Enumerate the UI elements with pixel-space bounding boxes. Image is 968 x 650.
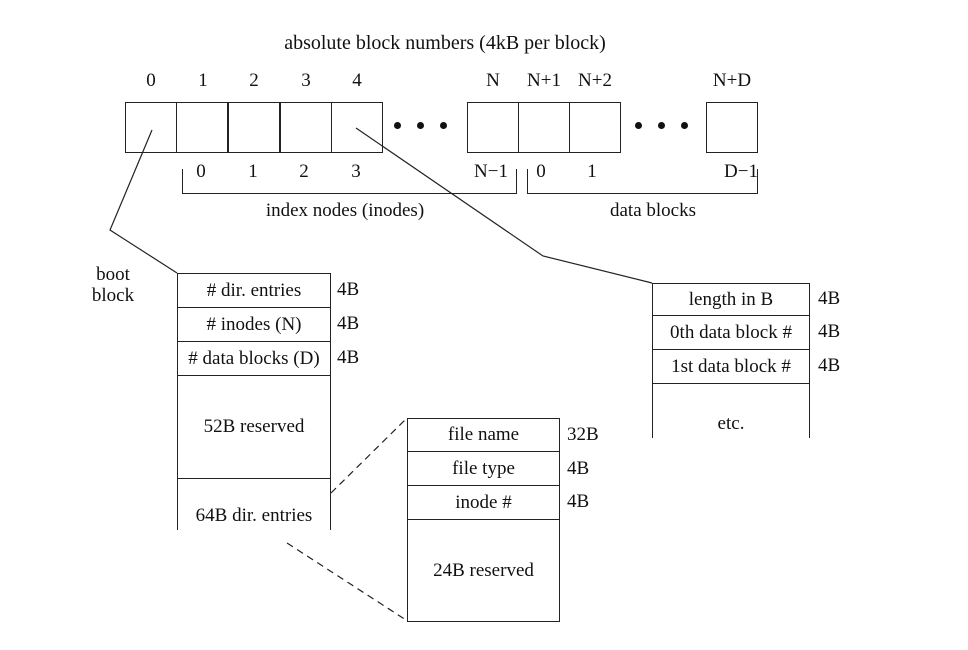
- block-abs-1: [176, 102, 228, 153]
- dir-entry-reserved-label: 24B reserved: [433, 559, 534, 581]
- inodes-group-label: index nodes (inodes): [265, 200, 425, 221]
- block-abs-3: [280, 102, 332, 153]
- dir-entry-expand-dashed-line-bottom: [286, 542, 407, 621]
- block-abs-4: [331, 102, 383, 153]
- abs-label-2: 2: [249, 70, 259, 91]
- rel-label-0: 0: [196, 161, 206, 182]
- inode-field-label: 1st data block #: [671, 355, 791, 377]
- inode-etc-label: etc.: [717, 413, 745, 434]
- superblock-field-label: # data blocks (D): [188, 347, 320, 369]
- dir-entry-field-label: file type: [452, 457, 515, 479]
- size-badge: 32B: [567, 424, 599, 445]
- table-row: # data blocks (D): [178, 342, 330, 376]
- abs-label-n2: N+2: [578, 70, 612, 91]
- abs-label-n: N: [486, 70, 500, 91]
- superblock-field-label: # inodes (N): [206, 313, 302, 335]
- superblock-field-label: # dir. entries: [206, 279, 302, 301]
- table-row: # inodes (N): [178, 308, 330, 342]
- boot-block-label: boot block: [91, 264, 135, 306]
- dir-entry-field-label: file name: [447, 424, 520, 445]
- block-abs-2: [228, 102, 280, 153]
- dir-entry-table: file name file type inode # 24B reserved: [407, 418, 560, 622]
- table-row: file name: [408, 419, 559, 452]
- superblock-table: # dir. entries # inodes (N) # data block…: [177, 273, 331, 530]
- block-abs-n1: [518, 102, 570, 153]
- dir-entry-field-label: inode #: [455, 491, 512, 513]
- table-row: 1st data block #: [653, 350, 809, 384]
- dir-entry-expand-dashed-line-top: [330, 417, 408, 494]
- size-badge: 4B: [337, 313, 360, 334]
- inode-field-label: 0th data block #: [670, 321, 792, 343]
- size-badge: 4B: [818, 355, 841, 376]
- table-row: file type: [408, 452, 559, 486]
- superblock-entries-label: 64B dir. entries: [195, 505, 313, 526]
- table-row: # dir. entries: [178, 274, 330, 308]
- size-badge: 4B: [818, 321, 841, 342]
- superblock-reserved-label: 52B reserved: [203, 416, 305, 437]
- abs-label-3: 3: [301, 70, 311, 91]
- abs-label-4: 4: [352, 70, 362, 91]
- table-row: inode #: [408, 486, 559, 520]
- data-blocks-bracket: [527, 169, 758, 194]
- table-row: 64B dir. entries: [178, 479, 330, 530]
- abs-label-0: 0: [146, 70, 156, 91]
- abs-label-1: 1: [198, 70, 208, 91]
- rel-label-2: 2: [299, 161, 309, 182]
- table-row: 24B reserved: [408, 520, 559, 621]
- abs-label-nd: N+D: [712, 70, 752, 91]
- size-badge: 4B: [567, 491, 590, 512]
- table-row: etc.: [653, 384, 809, 438]
- diagram-title: absolute block numbers (4kB per block): [284, 32, 606, 54]
- abs-label-n1: N+1: [527, 70, 561, 91]
- table-row: length in B: [653, 284, 809, 316]
- block-abs-n: [467, 102, 519, 153]
- inodes-bracket: [182, 169, 517, 194]
- block-abs-n2: [569, 102, 621, 153]
- inode-field-label: length in B: [688, 288, 774, 310]
- data-blocks-group-label: data blocks: [609, 200, 696, 221]
- table-row: 52B reserved: [178, 376, 330, 479]
- size-badge: 4B: [818, 288, 841, 309]
- size-badge: 4B: [337, 347, 360, 368]
- size-badge: 4B: [567, 458, 590, 479]
- block-abs-nd: [706, 102, 758, 153]
- rel-label-d-1: D−1: [724, 161, 758, 182]
- size-badge: 4B: [337, 279, 360, 300]
- block-abs-0: [125, 102, 177, 153]
- inode-structure-table: length in B 0th data block # 1st data bl…: [652, 283, 810, 438]
- table-row: 0th data block #: [653, 316, 809, 350]
- rel-label-1: 1: [248, 161, 258, 182]
